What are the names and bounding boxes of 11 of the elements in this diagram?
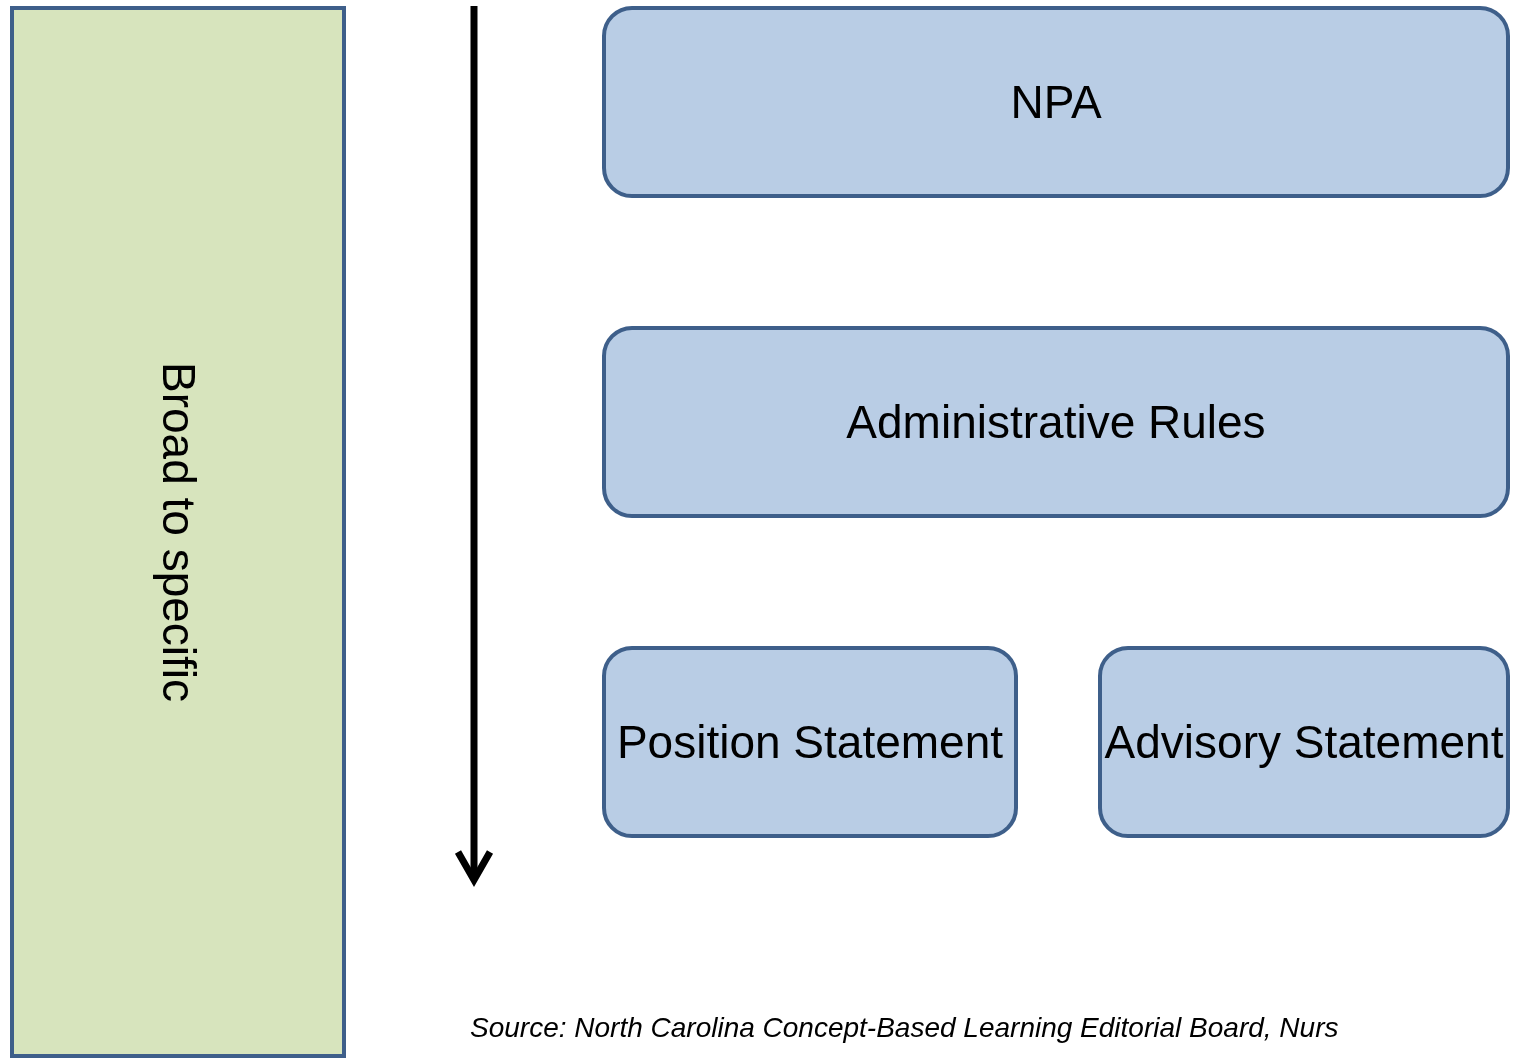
node-label: NPA: [1010, 74, 1102, 130]
level-box: [602, 326, 1510, 518]
node-label: Administrative Rules: [846, 394, 1266, 450]
level-box: [1098, 646, 1510, 838]
level-box: [602, 6, 1510, 198]
node-label: Advisory Statement: [1104, 714, 1504, 770]
level-box: [602, 646, 1018, 838]
source-caption: Source: North Carolina Concept-Based Learning Editorial Board, Nurs: [470, 1012, 1339, 1044]
side-bar: [10, 6, 346, 1058]
node-label: Broad to specific: [151, 361, 206, 703]
node-label: Position Statement: [616, 714, 1004, 770]
